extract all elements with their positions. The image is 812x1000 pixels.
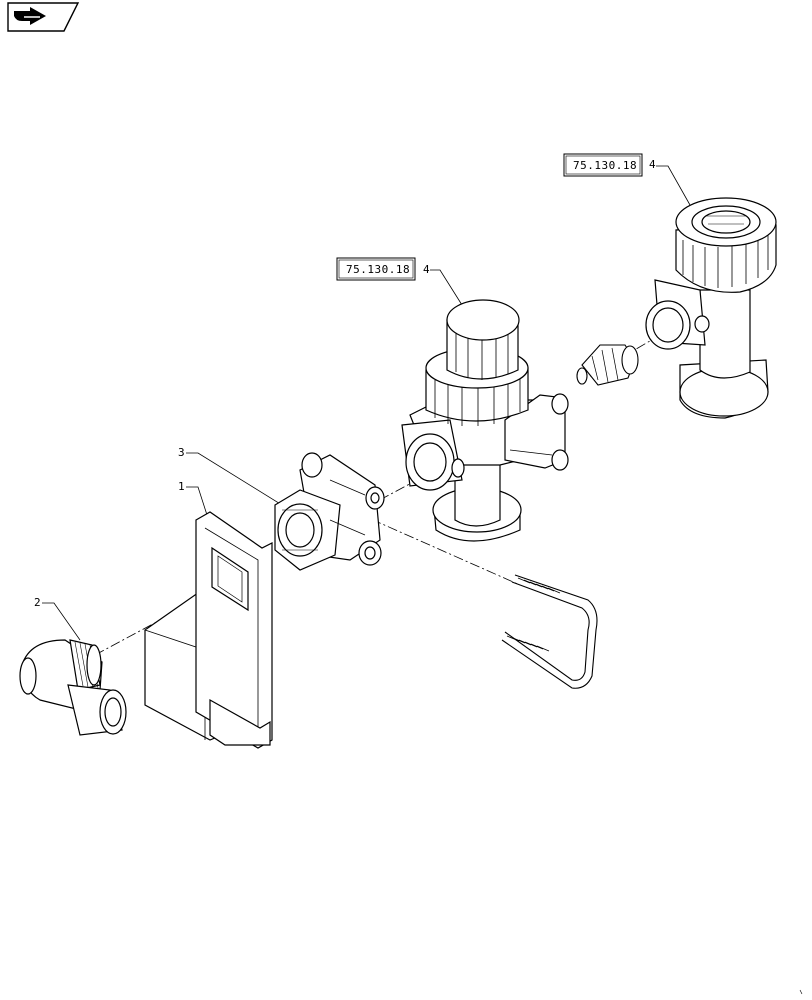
valve-body-middle xyxy=(401,299,569,542)
elbow-fitting-part-2 xyxy=(19,639,127,736)
mounting-fitting-part-3 xyxy=(274,452,385,571)
reference-code: 75.130.18 xyxy=(573,159,637,172)
reference-code: 75.130.18 xyxy=(346,263,410,276)
reference-box-lower[interactable]: 75.130.18 xyxy=(336,257,416,281)
forward-arrow-icon xyxy=(14,7,46,25)
callout-number-2: 2 xyxy=(34,596,41,609)
reference-item-number: 4 xyxy=(649,158,656,171)
reference-box-upper[interactable]: 75.130.18 xyxy=(563,153,643,177)
nav-forward-button[interactable] xyxy=(7,2,80,32)
reference-item-number: 4 xyxy=(423,263,430,276)
callout-number-1: 1 xyxy=(178,480,185,493)
callout-number-3: 3 xyxy=(178,446,185,459)
barbed-nipple xyxy=(576,344,639,386)
u-bolt xyxy=(501,574,598,689)
bracket-plate-part-1 xyxy=(144,511,273,749)
stray-mark xyxy=(799,989,803,995)
valve-body-upper xyxy=(645,197,777,419)
